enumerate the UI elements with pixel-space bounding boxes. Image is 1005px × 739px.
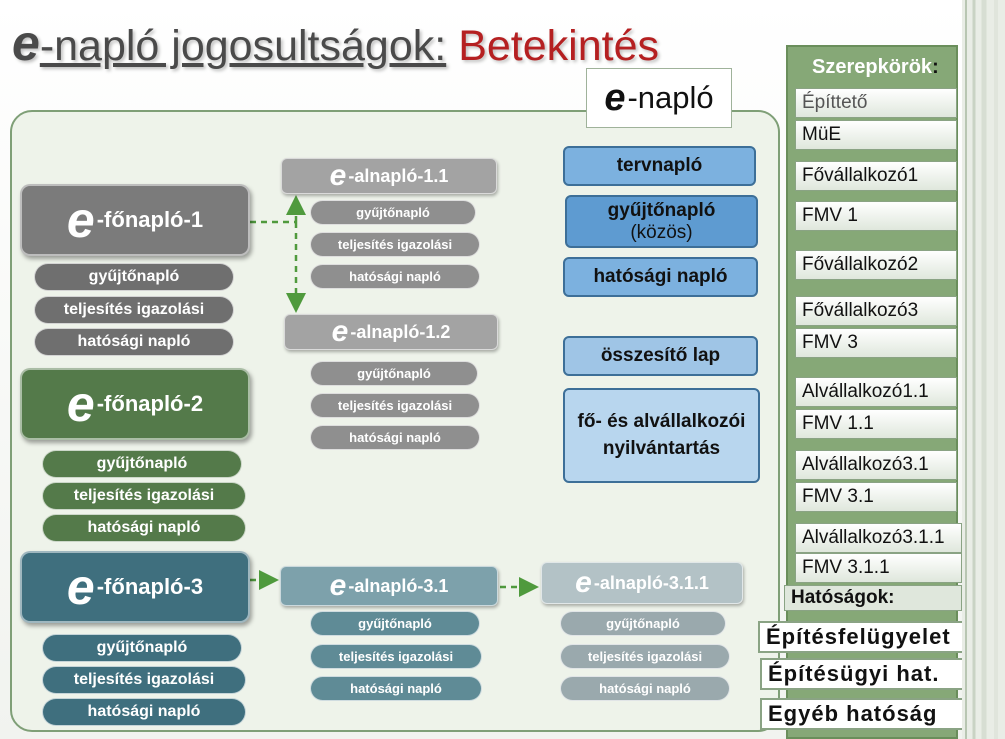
- authority-epitesugyi[interactable]: Építésügyi hat.: [760, 658, 1002, 690]
- title-e-letter: e: [12, 15, 40, 71]
- alnaplo-3-1-1[interactable]: e-alnapló-3.1.1: [541, 562, 743, 604]
- alnaplo-3-1-1-teljesites[interactable]: teljesítés igazolási: [560, 644, 730, 669]
- gyujtonaplo-kozos-box[interactable]: gyűjtőnapló (közös): [565, 195, 758, 248]
- alnaplo-3-1-1-label: -alnapló-3.1.1: [593, 572, 709, 593]
- fonaplo-2-hatosagi[interactable]: hatósági napló: [42, 514, 246, 542]
- alnaplo-3-1-teljesites[interactable]: teljesítés igazolási: [310, 644, 482, 669]
- role-fmv3[interactable]: FMV 3: [795, 328, 957, 358]
- decorative-edge-lines: [962, 0, 1005, 739]
- hatosagi-naplo-box[interactable]: hatósági napló: [563, 257, 758, 297]
- role-alvallalkozo3-1-1[interactable]: Alvállalkozó3.1.1: [795, 523, 962, 553]
- fonaplo-2-label: -főnapló-2: [96, 391, 204, 416]
- role-alvallalkozo3-1[interactable]: Alvállalkozó3.1: [795, 450, 957, 480]
- osszesito-lap-box[interactable]: összesítő lap: [563, 336, 758, 376]
- page-title: e-napló jogosultságok:Betekintés: [12, 14, 659, 72]
- fonaplo-1-gyujtonaplo[interactable]: gyűjtőnapló: [34, 263, 234, 291]
- alnaplo-1-2-gyujtonaplo[interactable]: gyűjtőnapló: [310, 361, 478, 386]
- alnaplo-1-2-label: -alnapló-1.2: [350, 321, 451, 342]
- fonaplo-3-hatosagi[interactable]: hatósági napló: [42, 698, 246, 726]
- role-fovallalkozo2[interactable]: Fővállalkozó2: [795, 250, 957, 280]
- alnaplo-3-1-1-hatosagi[interactable]: hatósági napló: [560, 676, 730, 701]
- role-fovallalkozo1[interactable]: Fővállalkozó1: [795, 161, 957, 191]
- role-epitteto[interactable]: Építtető: [795, 88, 957, 118]
- title-highlight: Betekintés: [458, 22, 659, 70]
- alnaplo-1-1-hatosagi[interactable]: hatósági napló: [310, 264, 480, 289]
- fonaplo-3-label: -főnapló-3: [96, 574, 204, 599]
- alnaplo-3-1-hatosagi[interactable]: hatósági napló: [310, 676, 482, 701]
- roles-header: Szerepkörök:: [812, 56, 939, 79]
- authority-egyeb[interactable]: Egyéb hatóság: [760, 698, 1002, 730]
- fonaplo-2-gyujtonaplo[interactable]: gyűjtőnapló: [42, 450, 242, 478]
- role-fmv1-1[interactable]: FMV 1.1: [795, 409, 957, 439]
- alnaplo-3-1-gyujtonaplo[interactable]: gyűjtőnapló: [310, 611, 480, 636]
- role-fovallalkozo3[interactable]: Fővállalkozó3: [795, 296, 957, 326]
- authorities-header: Hatóságok:: [784, 585, 962, 611]
- enaplo-label-e: e: [604, 76, 626, 119]
- alnaplo-1-2-hatosagi[interactable]: hatósági napló: [310, 425, 480, 450]
- fonaplo-2[interactable]: e-főnapló-2: [20, 368, 250, 440]
- alnaplo-1-1-teljesites[interactable]: teljesítés igazolási: [310, 232, 480, 257]
- alnaplo-1-1-label: -alnapló-1.1: [348, 165, 449, 186]
- fonaplo-1-teljesites[interactable]: teljesítés igazolási: [34, 296, 234, 324]
- kozos-label: (közös): [630, 221, 693, 243]
- fonaplo-2-e: e: [66, 376, 95, 432]
- enaplo-label: e-napló: [586, 68, 732, 128]
- fonaplo-2-teljesites[interactable]: teljesítés igazolási: [42, 482, 246, 510]
- alnaplo-1-2-e: e: [331, 315, 349, 348]
- alnaplo-1-2-teljesites[interactable]: teljesítés igazolási: [310, 393, 480, 418]
- alnaplo-1-2[interactable]: e-alnapló-1.2: [284, 314, 498, 350]
- fonaplo-1-e: e: [66, 192, 95, 248]
- alnaplo-1-1-gyujtonaplo[interactable]: gyűjtőnapló: [310, 200, 476, 225]
- fonaplo-1[interactable]: e-főnapló-1: [20, 184, 250, 256]
- alnaplo-3-1-1-e: e: [575, 566, 592, 599]
- roles-header-text: Szerepkörök: [812, 56, 933, 78]
- alnaplo-3-1-label: -alnapló-3.1: [348, 575, 449, 596]
- fonaplo-3-gyujtonaplo[interactable]: gyűjtőnapló: [42, 634, 242, 662]
- role-fmv1[interactable]: FMV 1: [795, 201, 957, 231]
- alnaplo-1-1[interactable]: e-alnapló-1.1: [281, 158, 497, 194]
- alnaplo-3-1[interactable]: e-alnapló-3.1: [280, 566, 498, 606]
- alnaplo-1-1-e: e: [329, 159, 347, 192]
- role-alvallalkozo1-1[interactable]: Alvállalkozó1.1: [795, 377, 957, 407]
- fonaplo-3[interactable]: e-főnapló-3: [20, 551, 250, 623]
- fonaplo-3-teljesites[interactable]: teljesítés igazolási: [42, 666, 246, 694]
- roles-header-colon: :: [932, 56, 939, 78]
- alnaplo-3-1-e: e: [329, 569, 347, 602]
- fonaplo-1-label: -főnapló-1: [96, 207, 204, 232]
- nyilvantartas-box[interactable]: fő- és alvállalkozói nyilvántartás: [563, 388, 760, 483]
- role-fmv3-1[interactable]: FMV 3.1: [795, 482, 957, 512]
- title-main: -napló jogosultságok:: [39, 22, 447, 70]
- tervnaplo-box[interactable]: tervnapló: [563, 146, 756, 186]
- fonaplo-1-hatosagi[interactable]: hatósági napló: [34, 328, 234, 356]
- role-mue[interactable]: MüE: [795, 120, 957, 150]
- role-fmv3-1-1[interactable]: FMV 3.1.1: [795, 553, 962, 583]
- gyujtonaplo-kozos-label: gyűjtőnapló: [607, 199, 716, 221]
- alnaplo-3-1-1-gyujtonaplo[interactable]: gyűjtőnapló: [560, 611, 726, 636]
- enaplo-label-text: -napló: [627, 80, 714, 115]
- fonaplo-3-e: e: [66, 559, 95, 615]
